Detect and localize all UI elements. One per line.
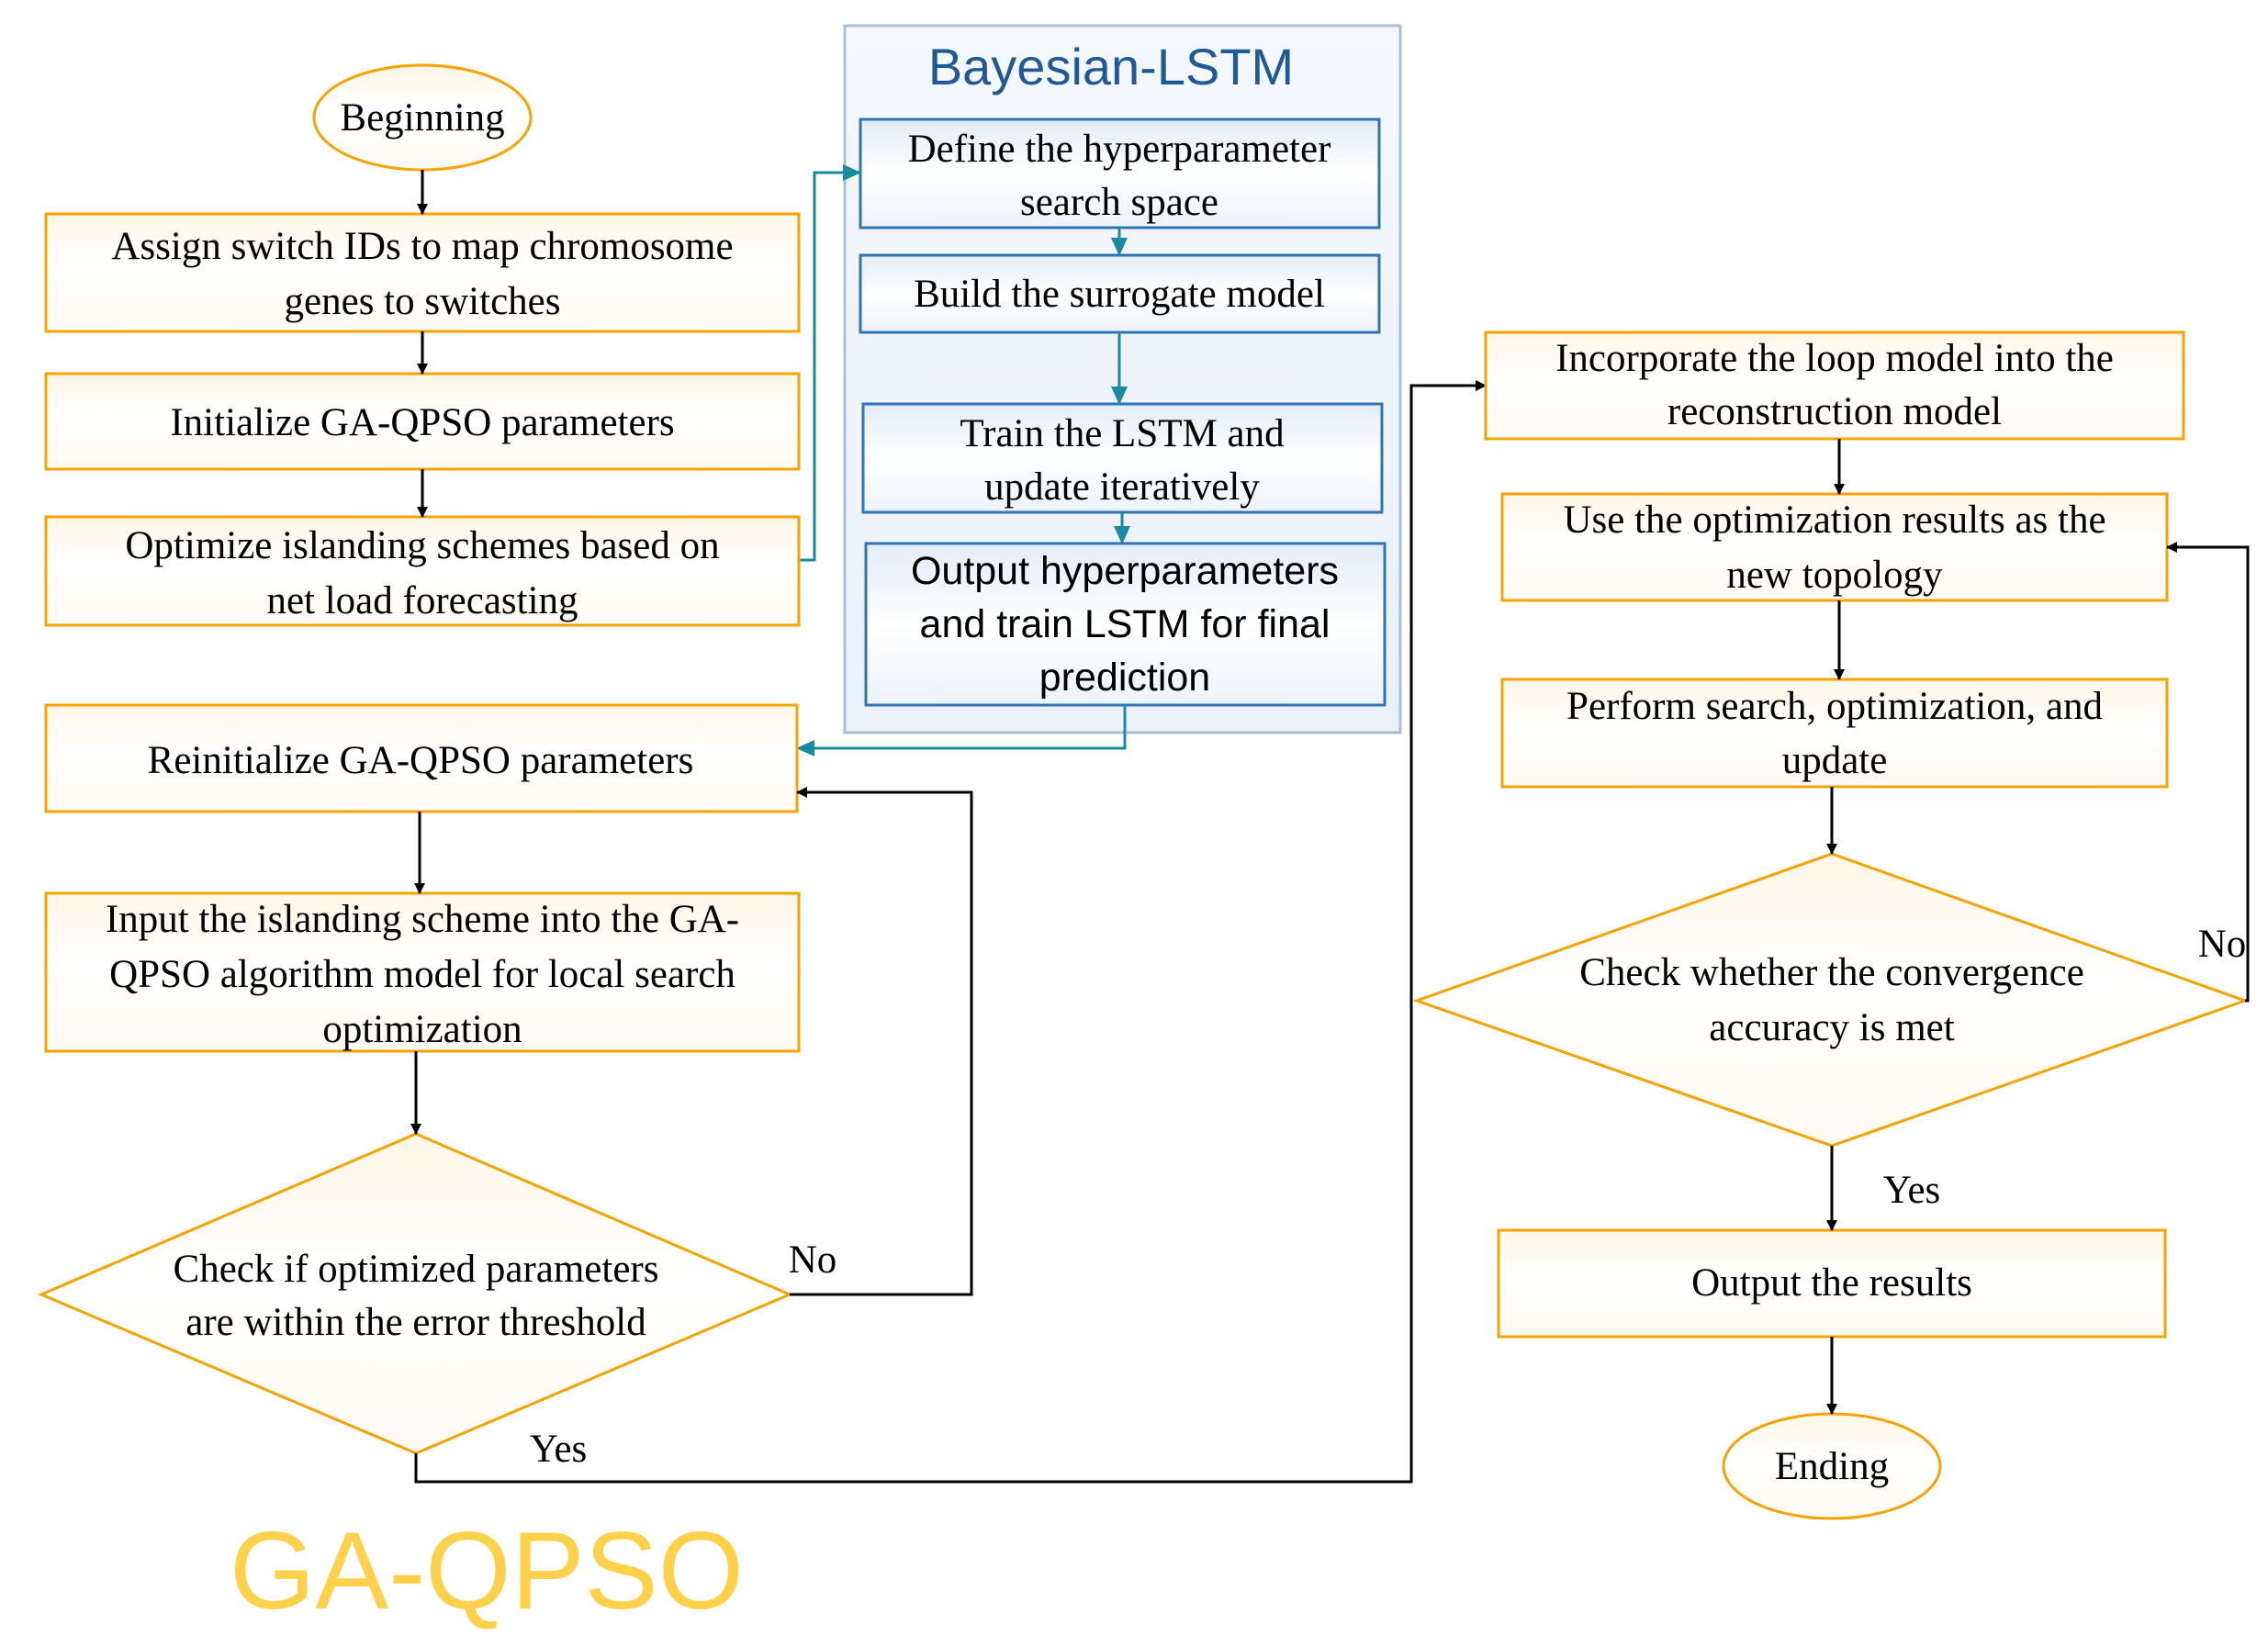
lstm-step-train-line1: Train the LSTM and <box>960 412 1284 455</box>
rec-step-search-optimize-update <box>1500 678 2169 789</box>
lstm-step-define-search-space <box>859 118 1381 230</box>
ga-qpso-section-label: GA-QPSO <box>230 1509 744 1632</box>
lstm-step-define-line2: search space <box>1020 181 1218 224</box>
rec-step-new-topology <box>1500 492 2169 602</box>
rec-decision-yes-label: Yes <box>1883 1169 1941 1212</box>
ga-step-optimize-line1: Optimize islanding schemes based on <box>125 524 719 567</box>
ga-step-optimize-islanding <box>44 515 801 627</box>
arrow-decision-yes-to-reconstruction <box>414 380 1487 1484</box>
arrow-rec-decision-no-loop <box>2166 542 2250 1003</box>
ga-step-assign-line2: genes to switches <box>285 280 561 323</box>
ga-decision-yes-label: Yes <box>530 1428 588 1471</box>
ga-step-optimize-line2: net load forecasting <box>266 579 578 622</box>
lstm-step-output-hyperparameters <box>864 542 1387 707</box>
rec-decision-no-label: No <box>2198 923 2247 966</box>
rec-step-search-line2: update <box>1782 739 1888 782</box>
rec-step-incorporate-line1: Incorporate the loop model into the <box>1555 337 2114 380</box>
ga-step-initialize-label: Initialize GA-QPSO parameters <box>170 401 674 444</box>
lstm-step-build-surrogate-label: Build the surrogate model <box>914 273 1325 316</box>
ga-step-local-search-line3: optimization <box>322 1008 522 1051</box>
ga-decision-line1: Check if optimized parameters <box>174 1248 659 1291</box>
ga-step-local-search <box>44 891 801 1053</box>
ga-step-reinitialize-parameters <box>44 703 799 813</box>
rec-step-incorporate-line2: reconstruction model <box>1667 390 2002 433</box>
rec-step-new-topology-line1: Use the optimization results as the <box>1563 499 2105 542</box>
lstm-step-train-line2: update iteratively <box>984 465 1260 509</box>
arrow-decision-no-loop <box>790 787 973 1296</box>
rec-step-new-topology-line2: new topology <box>1726 554 1943 597</box>
ga-step-reinitialize-label: Reinitialize GA-QPSO parameters <box>148 739 694 782</box>
lstm-step-output-line2: and train LSTM for final <box>920 602 1330 646</box>
lstm-step-define-line1: Define the hyperparameter <box>908 128 1331 171</box>
arrow-lstm-to-reinitialize <box>796 705 1127 756</box>
end-terminal-label: Ending <box>1775 1445 1889 1488</box>
lstm-step-output-line1: Output hyperparameters <box>911 549 1339 593</box>
rec-decision-convergence <box>1412 852 2250 1148</box>
rec-step-search-line1: Perform search, optimization, and <box>1566 685 2103 728</box>
bayesian-lstm-title: Bayesian-LSTM <box>928 38 1294 95</box>
ga-step-local-search-line1: Input the islanding scheme into the GA- <box>106 898 739 941</box>
rec-decision-line1: Check whether the convergence <box>1579 951 2084 994</box>
rec-step-output-label: Output the results <box>1691 1261 1972 1305</box>
lstm-step-train-lstm <box>861 402 1384 514</box>
arrow-optimize-to-lstm <box>799 164 861 562</box>
rec-decision-line2: accuracy is met <box>1709 1006 1954 1049</box>
start-terminal-label: Beginning <box>340 96 504 140</box>
rec-step-incorporate-loop-model <box>1484 331 2185 441</box>
ga-decision-no-label: No <box>789 1238 837 1282</box>
ga-step-local-search-line2: QPSO algorithm model for local search <box>109 953 735 996</box>
ga-step-assign-line1: Assign switch IDs to map chromosome <box>111 225 733 268</box>
lstm-step-output-line3: prediction <box>1039 656 1210 700</box>
ga-decision-error-threshold <box>38 1132 793 1455</box>
ga-decision-line2: are within the error threshold <box>185 1301 646 1344</box>
